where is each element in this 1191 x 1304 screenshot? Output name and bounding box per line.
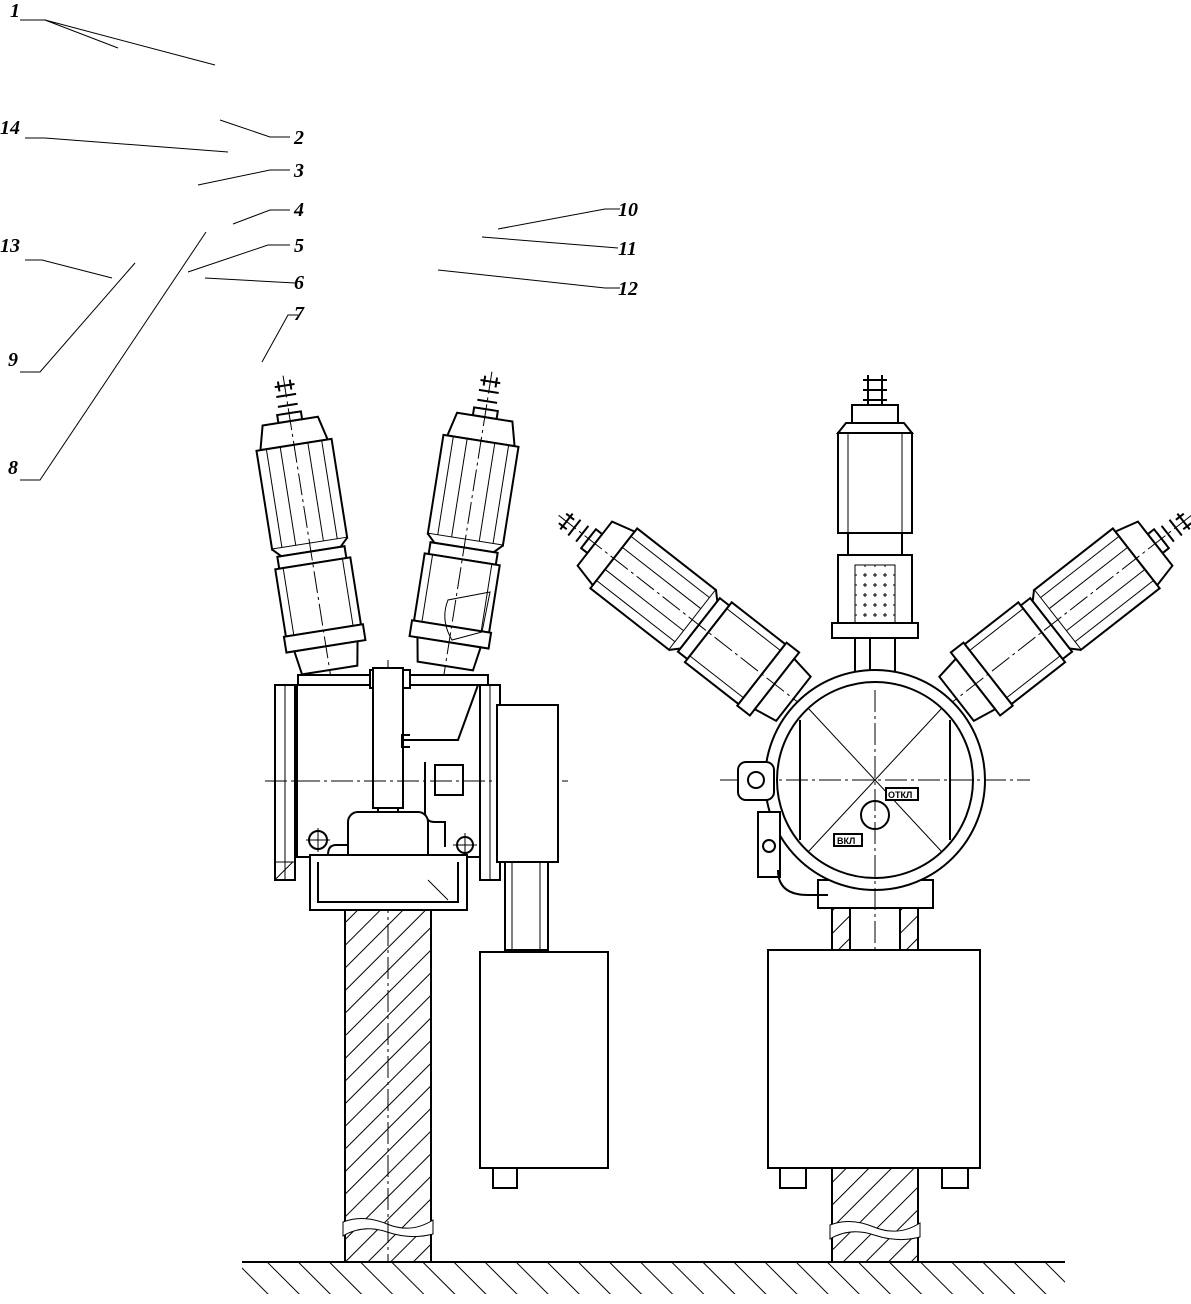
label-10: 10 (618, 199, 638, 221)
label-3: 3 (293, 160, 304, 182)
tag-off: ОТКЛ (888, 790, 912, 800)
label-1: 1 (10, 0, 20, 22)
right-unit-front-view: ОТКЛ ВКЛ (532, 375, 1191, 1263)
label-6: 6 (294, 272, 304, 294)
label-9: 9 (8, 349, 18, 371)
label-13: 13 (0, 235, 20, 257)
ground (242, 1261, 1065, 1294)
label-2: 2 (293, 127, 304, 149)
label-4: 4 (293, 199, 304, 221)
label-11: 11 (618, 238, 637, 260)
label-12: 12 (618, 278, 638, 300)
leader-lines (20, 19, 620, 481)
label-8: 8 (8, 457, 18, 479)
left-unit-side-view (242, 364, 609, 1263)
label-14: 14 (0, 117, 20, 139)
label-7: 7 (294, 303, 305, 325)
tag-on: ВКЛ (837, 836, 855, 846)
label-5: 5 (294, 235, 304, 257)
callout-labels: 1 14 2 3 4 5 6 7 13 9 8 10 11 12 (0, 0, 638, 479)
